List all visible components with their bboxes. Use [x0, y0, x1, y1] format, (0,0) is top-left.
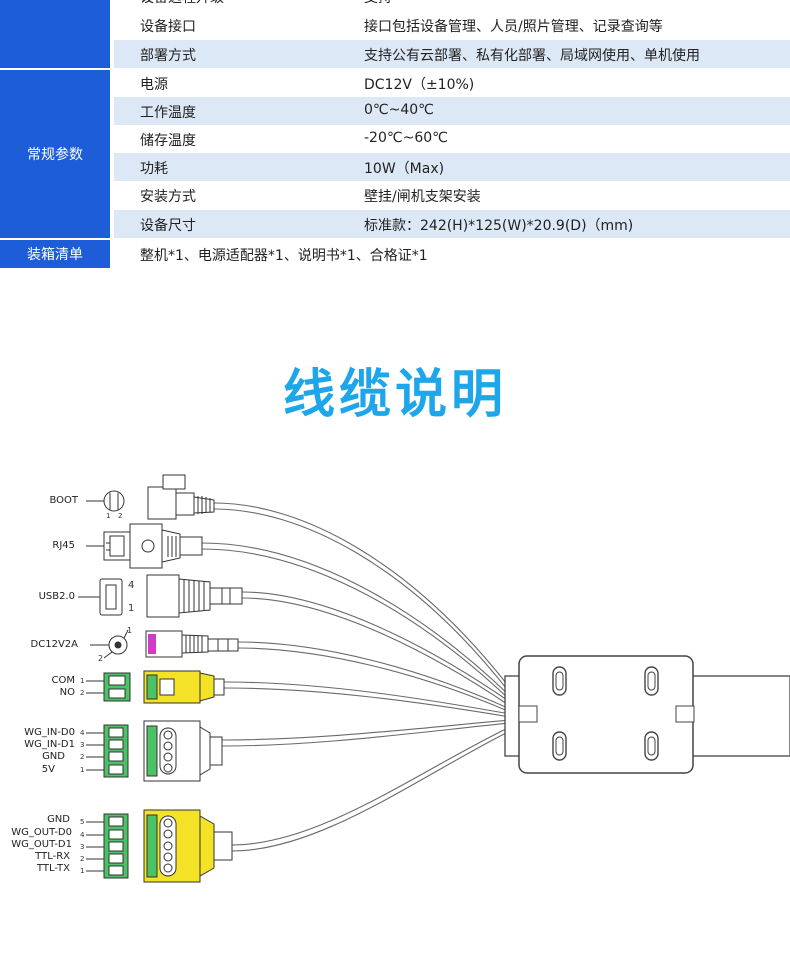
- category-cell-upper: [0, 0, 110, 68]
- pin-number: 2: [80, 689, 85, 697]
- table-row: 安装方式 壁挂/闸机支架安装: [114, 181, 790, 209]
- category-cell-packing-list: 装箱清单: [0, 240, 110, 268]
- table-row: 设备尺寸 标准款：242(H)*125(W)*20.9(D)（mm): [114, 210, 790, 238]
- row-key: 电源: [140, 77, 168, 93]
- boot-connector: [86, 474, 215, 520]
- wg-out-terminal: [86, 809, 233, 883]
- row-key: 设备尺寸: [140, 218, 196, 234]
- pin-number: 1: [128, 603, 135, 614]
- pin-number: 4: [80, 729, 85, 737]
- label-rj45: RJ45: [52, 540, 75, 551]
- row-value: DC12V（±10%): [364, 77, 475, 93]
- table-row-packing: 整机*1、电源适配器*1、说明书*1、合格证*1: [114, 240, 790, 268]
- row-value: 壁挂/闸机支架安装: [364, 189, 481, 205]
- pin-number: 4: [80, 831, 85, 839]
- row-key: 安装方式: [140, 189, 196, 205]
- packing-list-text: 整机*1、电源适配器*1、说明书*1、合格证*1: [140, 248, 428, 264]
- cable-diagram: BOOT RJ45 USB2.0 DC12V2A COM NO WG_IN-D0…: [0, 440, 790, 977]
- label-gnd-1: GND: [42, 751, 65, 762]
- pin-number: 1: [80, 677, 85, 685]
- pin-number: 1: [80, 867, 85, 875]
- row-value: 接口包括设备管理、人员/照片管理、记录查询等: [364, 19, 663, 35]
- section-title: 线缆说明: [282, 365, 507, 425]
- label-no: NO: [59, 687, 75, 698]
- com-no-terminal: [86, 670, 225, 704]
- row-key: 设备远程升级: [140, 0, 224, 7]
- pin-number: 1: [106, 512, 111, 520]
- rj45-connector: [86, 523, 203, 569]
- row-value: 10W（Max): [364, 161, 445, 177]
- label-wg-in-d0: WG_IN-D0: [24, 727, 75, 738]
- table-row: 部署方式 支持公有云部署、私有化部署、局域网使用、单机使用: [114, 40, 790, 68]
- table-row: 工作温度 0℃~40℃: [114, 97, 790, 125]
- pin-number: 1: [127, 626, 133, 635]
- row-value: 支持: [364, 0, 392, 7]
- pin-number: 2: [98, 654, 104, 663]
- table-row: 储存温度 -20℃~60℃: [114, 125, 790, 153]
- row-value: -20℃~60℃: [364, 130, 448, 146]
- pin-number: 2: [80, 753, 85, 761]
- spec-table: 常规参数 装箱清单 设备远程升级 支持 设备接口 接口包括设备管理、人员/照片管…: [0, 0, 790, 270]
- label-5v: 5V: [41, 764, 55, 775]
- label-ttl-rx: TTL-RX: [35, 851, 70, 862]
- wires: [201, 502, 511, 852]
- row-value: 支持公有云部署、私有化部署、局域网使用、单机使用: [364, 48, 700, 64]
- label-wg-out-d0: WG_OUT-D0: [11, 827, 72, 838]
- table-row: 电源 DC12V（±10%): [114, 69, 790, 97]
- label-usb: USB2.0: [38, 591, 75, 602]
- table-row: 设备接口 接口包括设备管理、人员/照片管理、记录查询等: [114, 11, 790, 39]
- pin-number: 4: [128, 580, 135, 591]
- label-wg-in-d1: WG_IN-D1: [24, 739, 75, 750]
- cable-diagram-svg: [78, 474, 790, 883]
- wg-in-terminal: [86, 720, 223, 782]
- label-ttl-tx: TTL-TX: [36, 863, 70, 874]
- row-value: 0℃~40℃: [364, 102, 434, 118]
- label-dc: DC12V2A: [30, 639, 78, 650]
- label-gnd-2: GND: [47, 814, 70, 825]
- pin-number: 1: [80, 766, 85, 774]
- category-cell-general-params: 常规参数: [0, 70, 110, 238]
- main-device: [504, 655, 790, 774]
- dc-connector: [90, 629, 239, 659]
- row-key: 部署方式: [140, 48, 196, 64]
- row-key: 储存温度: [140, 133, 196, 149]
- pin-number: 3: [80, 843, 85, 851]
- label-com: COM: [51, 675, 75, 686]
- label-wg-out-d1: WG_OUT-D1: [11, 839, 72, 850]
- table-row: 设备远程升级 支持: [114, 0, 790, 10]
- row-key: 功耗: [140, 161, 168, 177]
- pin-number: 2: [80, 855, 85, 863]
- row-value: 标准款：242(H)*125(W)*20.9(D)（mm): [364, 218, 634, 234]
- row-key: 工作温度: [140, 105, 196, 121]
- pin-number: 5: [80, 818, 85, 826]
- pin-number: 3: [80, 741, 85, 749]
- pin-number: 2: [118, 512, 123, 520]
- table-row: 功耗 10W（Max): [114, 153, 790, 181]
- usb-connector: [78, 574, 243, 618]
- label-boot: BOOT: [49, 495, 78, 506]
- row-key: 设备接口: [140, 19, 196, 35]
